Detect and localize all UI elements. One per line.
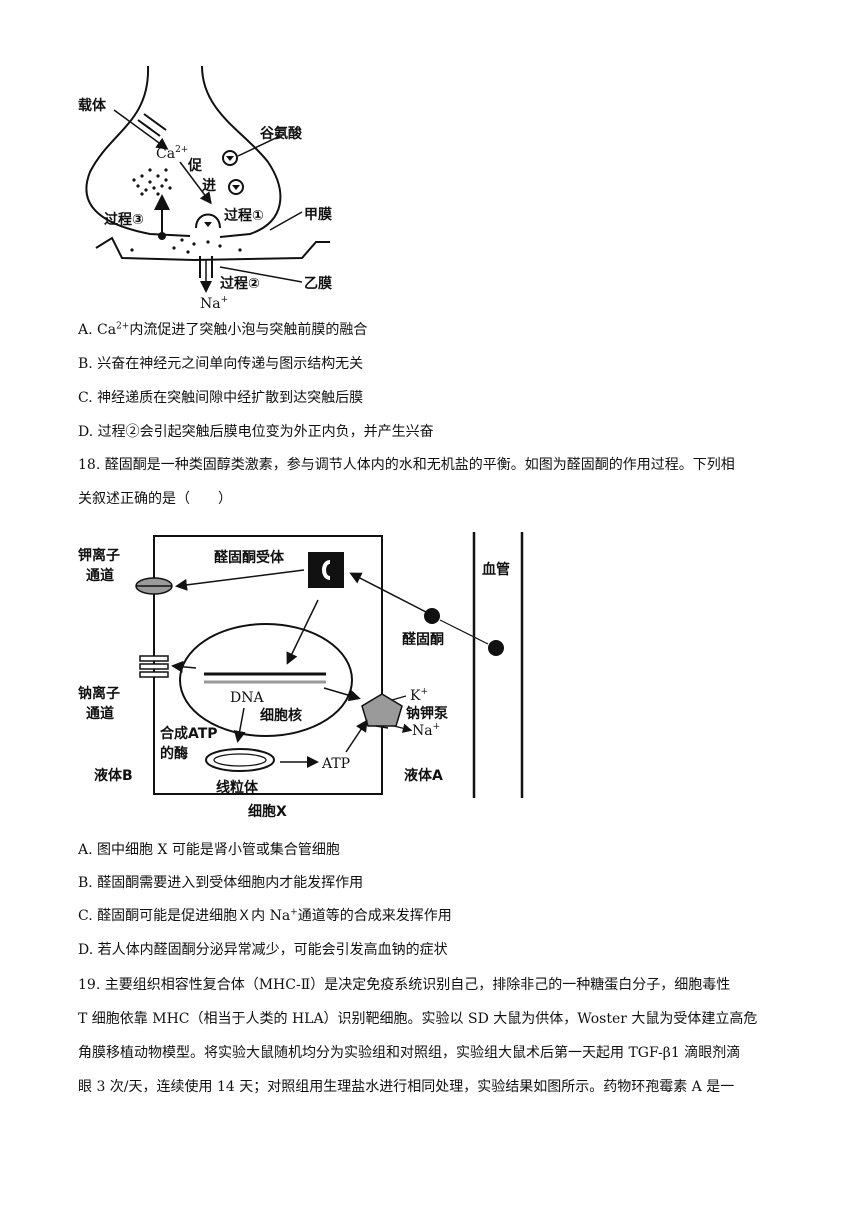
membrane-a-label: 甲膜 bbox=[304, 206, 332, 223]
nucleus-label: 细胞核 bbox=[260, 707, 302, 724]
glutamate-label: 谷氨酸 bbox=[260, 125, 303, 142]
dna-label: DNA bbox=[230, 690, 264, 706]
na-channel-label-1: 钠离子 bbox=[78, 685, 120, 702]
pump-label: 钠钾泵 bbox=[406, 705, 448, 722]
q18-stem: 18. 醛固酮是一种类固醇类激素，参与调节人体内的水和无机盐的平衡。如图为醛固酮… bbox=[78, 457, 735, 507]
q18-option-d: D. 若人体内醛固酮分泌异常减少，可能会引发高血钠的症状 bbox=[78, 942, 448, 958]
synapse-diagram: 载体 Ca2+ 促 进 谷氨酸 过程① 过程③ 甲膜 过程② 乙膜 Na+ bbox=[78, 65, 332, 312]
na-channel-label-2: 通道 bbox=[86, 705, 114, 722]
fluid-b-label: 液体B bbox=[94, 767, 133, 784]
receptor-label: 醛固酮受体 bbox=[214, 549, 285, 566]
fluid-a-label: 液体A bbox=[404, 767, 443, 784]
aldosterone-label: 醛固酮 bbox=[402, 631, 444, 648]
mitochondria-label: 线粒体 bbox=[216, 779, 259, 796]
k-channel-label-1: 钾离子 bbox=[78, 547, 120, 564]
q18-option-a: A. 图中细胞 X 可能是肾小管或集合管细胞 bbox=[78, 842, 340, 858]
promote-label-1: 促 bbox=[187, 157, 203, 174]
process1-label: 过程① bbox=[224, 207, 264, 224]
q17-option-d: D. 过程②会引起突触后膜电位变为外正内负，并产生兴奋 bbox=[78, 424, 434, 440]
atp-enzyme-label-2: 的酶 bbox=[160, 745, 188, 762]
process2-label: 过程② bbox=[220, 275, 260, 292]
aldosterone-diagram: 钾离子 通道 醛固酮受体 血管 醛固酮 钠离子 通道 DNA 细胞核 K+ 钠钾… bbox=[78, 532, 524, 820]
atp-label: ATP bbox=[321, 756, 350, 772]
atp-enzyme-label-1: 合成ATP bbox=[160, 725, 218, 742]
q18-option-b: B. 醛固酮需要进入到受体细胞内才能发挥作用 bbox=[78, 875, 364, 891]
q17-option-b: B. 兴奋在神经元之间单向传递与图示结构无关 bbox=[78, 356, 364, 372]
q17-option-a: A. Ca2+内流促进了突触小泡与突触前膜的融合 bbox=[78, 321, 368, 338]
k-label: K+ bbox=[410, 687, 428, 704]
na-pump-label: Na+ bbox=[412, 722, 440, 739]
k-channel-label-2: 通道 bbox=[86, 567, 114, 584]
membrane-b-label: 乙膜 bbox=[304, 275, 332, 292]
promote-label-2: 进 bbox=[202, 178, 216, 194]
q17-option-c: C. 神经递质在突触间隙中经扩散到达突触后膜 bbox=[78, 390, 364, 406]
process3-label: 过程③ bbox=[104, 211, 144, 228]
carrier-label: 载体 bbox=[78, 97, 107, 114]
q19-stem: 19. 主要组织相容性复合体（MHC-Ⅱ）是决定免疫系统识别自己，排除非己的一种… bbox=[78, 977, 758, 1095]
q18-option-c: C. 醛固酮可能是促进细胞Ｘ内 Na+通道等的合成来发挥作用 bbox=[78, 907, 452, 924]
blood-vessel-label: 血管 bbox=[482, 561, 510, 578]
na-label: Na+ bbox=[200, 295, 228, 312]
ca-label: Ca2+ bbox=[156, 145, 188, 162]
cell-x-label: 细胞X bbox=[248, 803, 287, 820]
